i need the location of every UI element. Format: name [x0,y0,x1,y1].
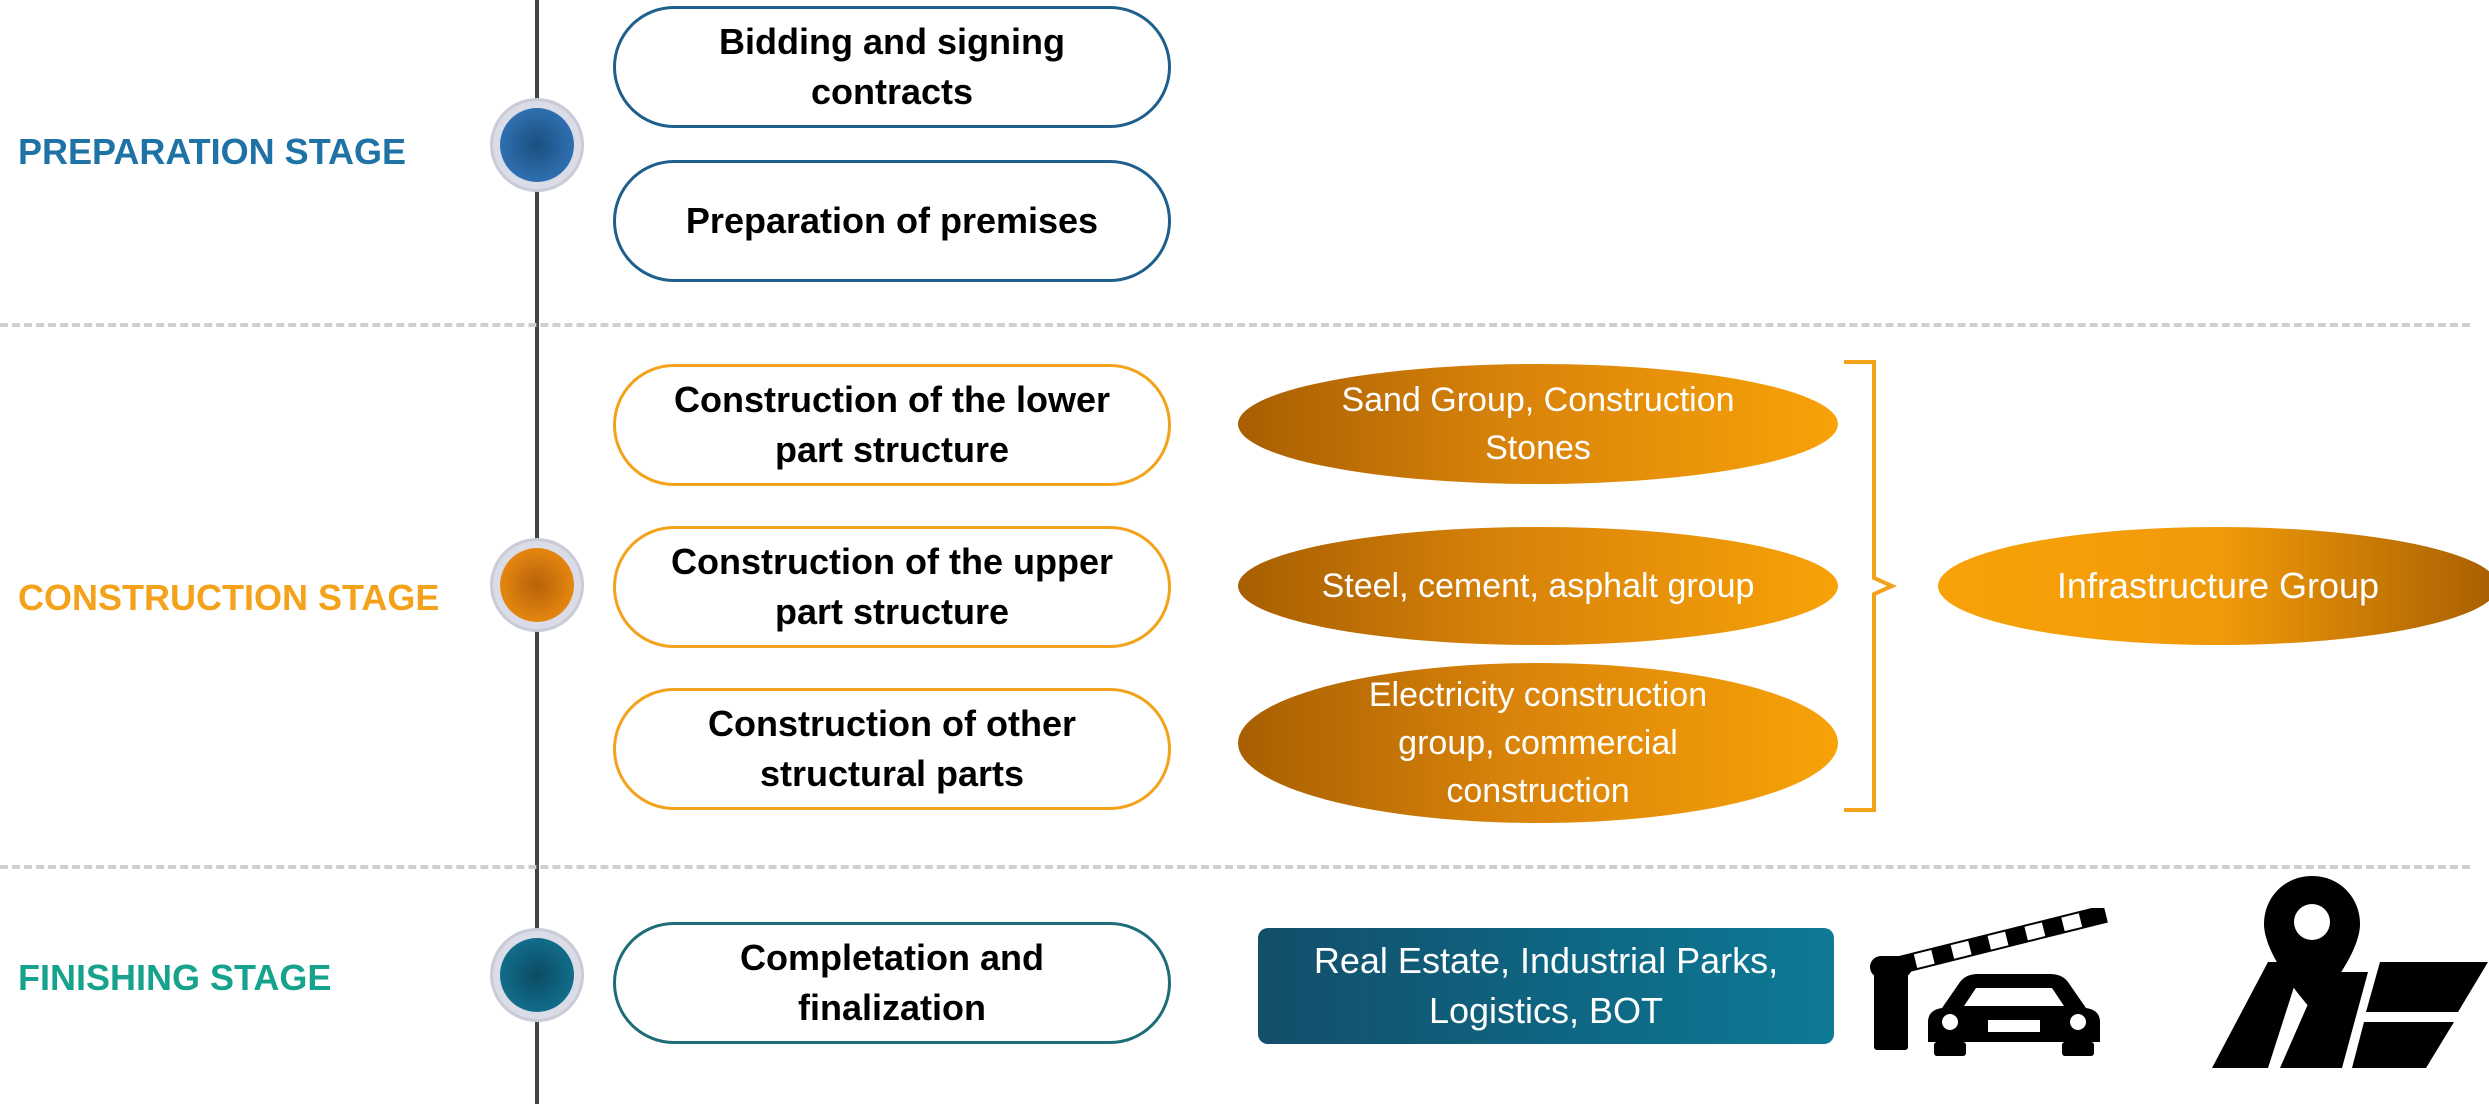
map-location-icon [2212,876,2488,1068]
preparation-stage-marker [490,98,584,192]
group-steel-cement-asphalt: Steel, cement, asphalt group [1238,527,1838,645]
step-other-structural: Construction of other structural parts [613,688,1171,810]
step-upper-structure: Construction of the upper part structure [613,526,1171,648]
step-completion-finalization: Completation and finalization [613,922,1171,1044]
step-preparation-premises: Preparation of premises [613,160,1171,282]
construction-stage-marker [490,538,584,632]
finishing-target-box: Real Estate, Industrial Parks, Logistics… [1258,928,1834,1044]
group-sand-stones: Sand Group, Construction Stones [1238,364,1838,484]
preparation-stage-label: PREPARATION STAGE [18,131,407,172]
car-barrier-icon [1870,908,2108,1056]
group-electricity-commercial: Electricity construction group, commerci… [1238,663,1838,823]
construction-stage-label: CONSTRUCTION STAGE [18,577,440,618]
step-lower-structure: Construction of the lower part structure [613,364,1171,486]
grouping-brace [1844,360,1897,812]
infrastructure-group: Infrastructure Group [1938,527,2489,645]
stage-divider [0,323,2470,327]
finishing-stage-label: FINISHING STAGE [18,957,332,998]
step-bidding-contracts: Bidding and signing contracts [613,6,1171,128]
stage-divider [0,865,2470,869]
finishing-stage-marker [490,928,584,1022]
